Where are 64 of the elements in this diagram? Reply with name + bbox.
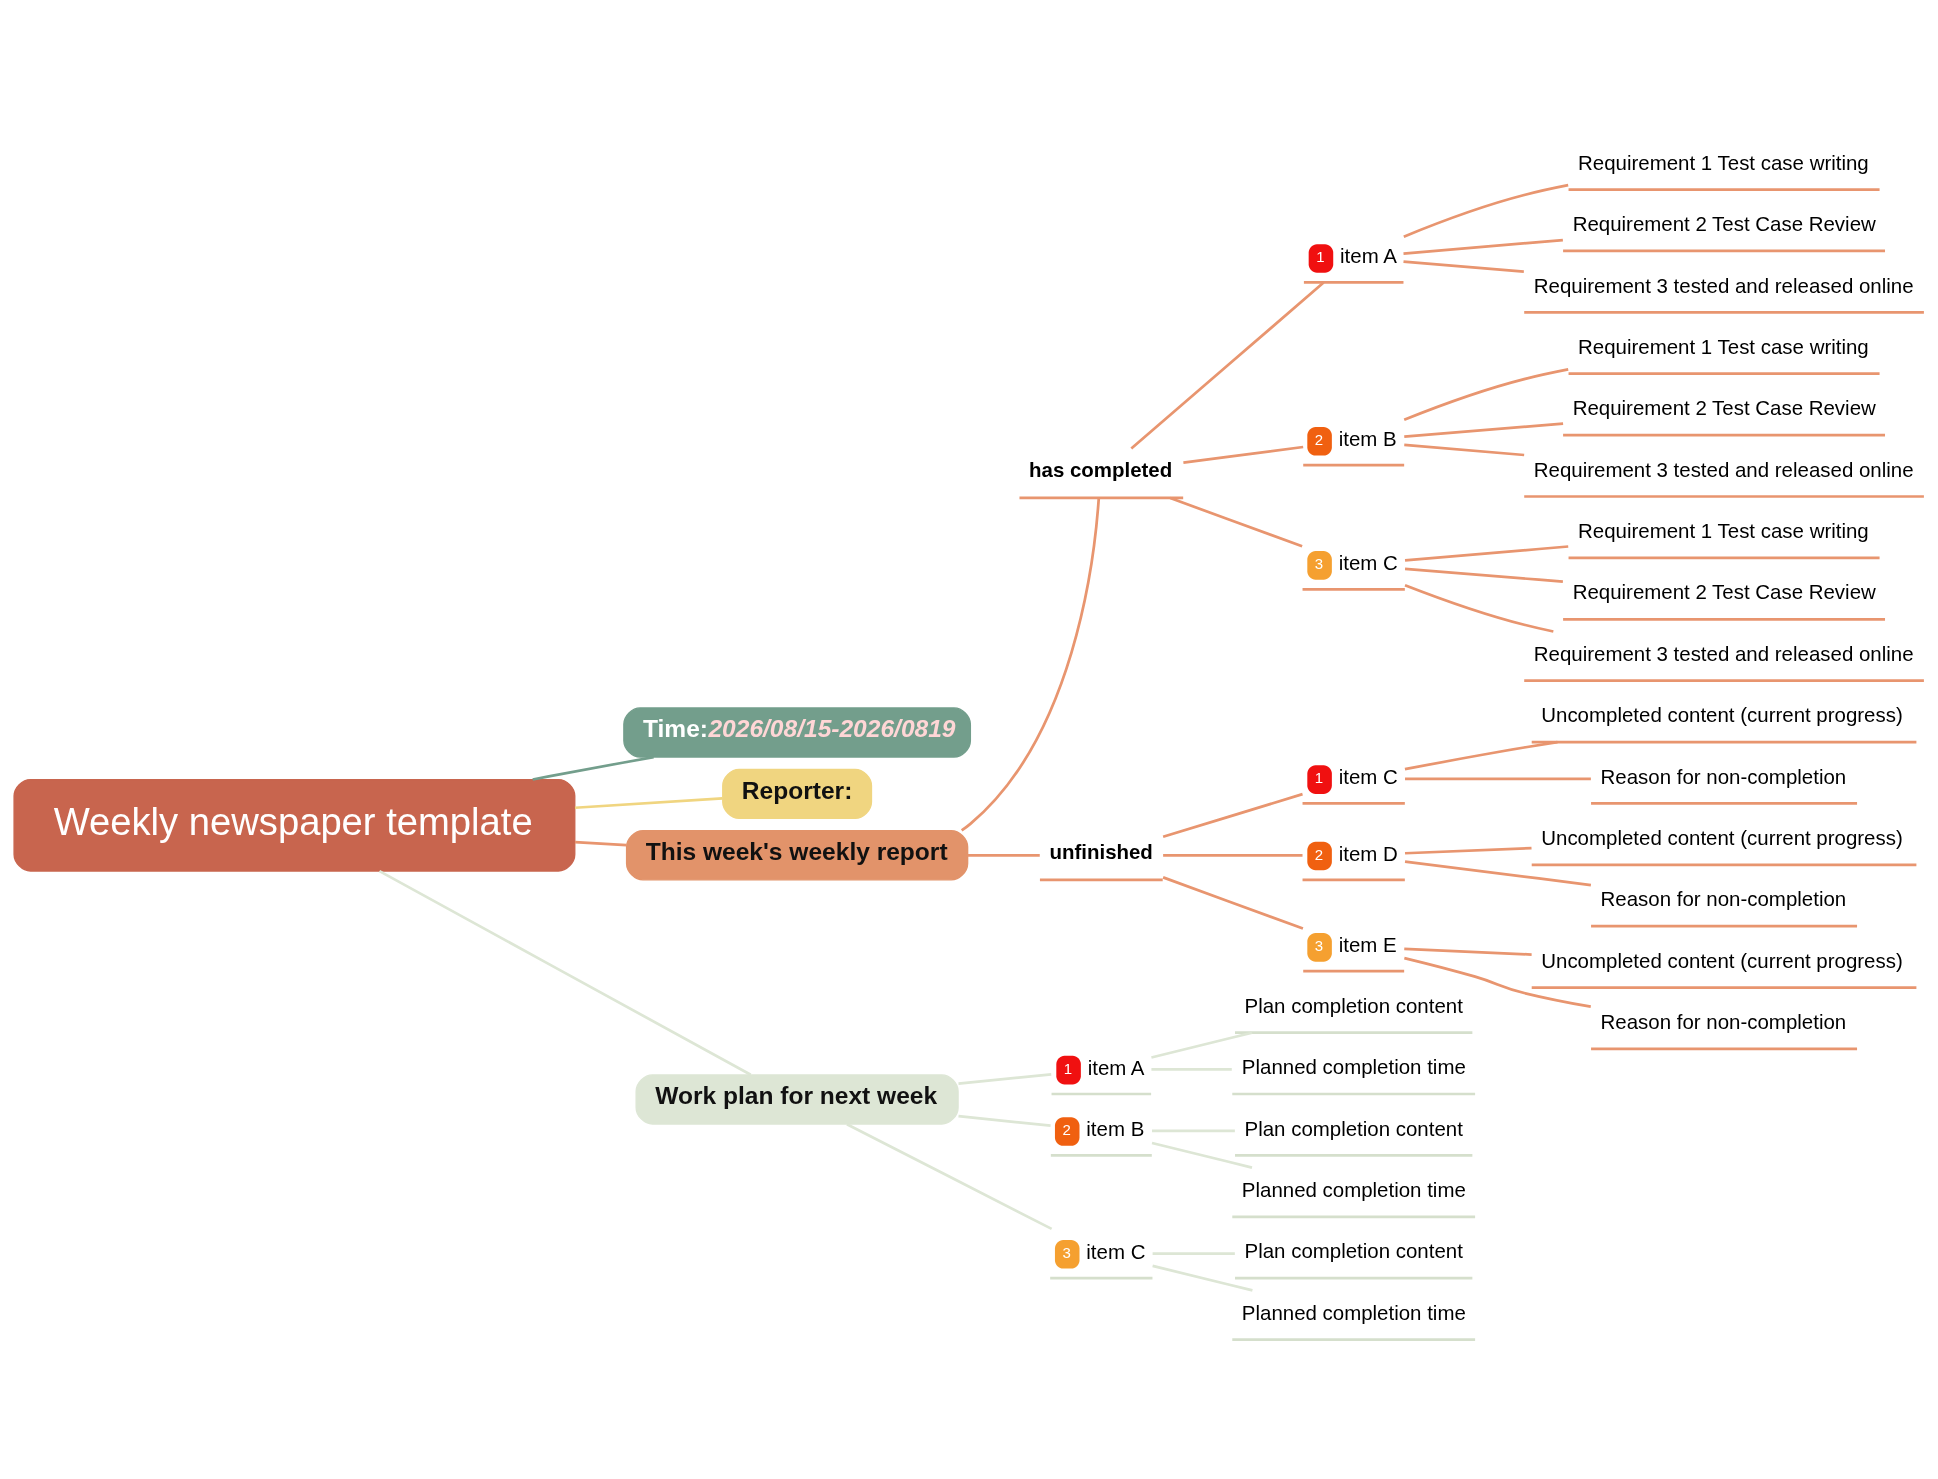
connector [1151, 1141, 1253, 1169]
node-text: Planned completion time [1241, 1300, 1466, 1324]
connector [1403, 183, 1569, 238]
node-box: This week's weekly report [625, 829, 969, 880]
connector [1404, 583, 1554, 633]
connector [1403, 259, 1524, 273]
connector [574, 840, 627, 846]
node-box: Weekly newspaper template [13, 778, 576, 872]
node-text: Uncompleted content (current progress) [1541, 825, 1903, 849]
connector [1404, 846, 1532, 855]
connector [1152, 1128, 1235, 1132]
connector [532, 755, 654, 781]
node-text: Requirement 3 tested and released online [1533, 273, 1914, 297]
node-text: Uncompleted content (current progress) [1541, 948, 1903, 972]
node-text: Reason for non-completion [1600, 886, 1847, 910]
node-text: Requirement 3 tested and released online [1533, 641, 1914, 665]
connector [846, 1122, 1053, 1230]
connector [1403, 367, 1569, 421]
node-text: Requirement 2 Test Case Review [1572, 579, 1876, 603]
connector [1405, 777, 1591, 780]
connector [378, 869, 752, 1076]
node-text: Plan completion content [1244, 993, 1463, 1017]
connector [574, 796, 723, 809]
node-text: Requirement 1 Test case writing [1578, 518, 1869, 542]
connector [1404, 740, 1558, 771]
node-text: Requirement 2 Test Case Review [1572, 211, 1876, 235]
node-text: Reason for non-completion [1600, 764, 1847, 788]
node-text: Plan completion content [1244, 1116, 1463, 1140]
node-text: Planned completion time [1241, 1054, 1466, 1078]
node-text: unfinished [1049, 839, 1153, 863]
connector [958, 1072, 1052, 1085]
connector [1183, 445, 1304, 464]
node-text: Planned completion time [1241, 1177, 1466, 1201]
connector [1152, 1251, 1235, 1255]
connector [960, 497, 1101, 832]
node-box: Work plan for next week [635, 1073, 959, 1125]
connector [1162, 792, 1303, 838]
node-box: Reporter: [722, 768, 873, 819]
connector [1404, 421, 1564, 438]
node-text: Reason for non-completion [1600, 1009, 1847, 1033]
node-text: Requirement 3 tested and released online [1533, 457, 1914, 481]
connector [1404, 859, 1592, 886]
connector [1162, 875, 1304, 930]
node-text: Plan completion content [1244, 1238, 1463, 1262]
connector [1404, 442, 1525, 456]
connector [1169, 496, 1303, 548]
connector [1151, 1030, 1253, 1059]
connector [1404, 566, 1563, 583]
node-text: has completed [1029, 457, 1173, 481]
connector [1404, 544, 1569, 562]
connector [1403, 238, 1563, 255]
connector [1152, 1264, 1253, 1292]
connector [958, 1114, 1051, 1127]
node-text: Requirement 1 Test case writing [1578, 334, 1869, 358]
node-text: Requirement 2 Test Case Review [1572, 395, 1876, 419]
connector [1151, 1067, 1232, 1071]
node-text: Uncompleted content (current progress) [1541, 702, 1903, 726]
connector [1404, 947, 1532, 956]
connector [1163, 853, 1303, 857]
connector [967, 853, 1040, 857]
connector [1404, 956, 1591, 1008]
node-box: Time:2026/08/15-2026/0819 [623, 706, 972, 758]
node-text: Requirement 1 Test case writing [1578, 150, 1869, 174]
connector [1130, 281, 1325, 450]
